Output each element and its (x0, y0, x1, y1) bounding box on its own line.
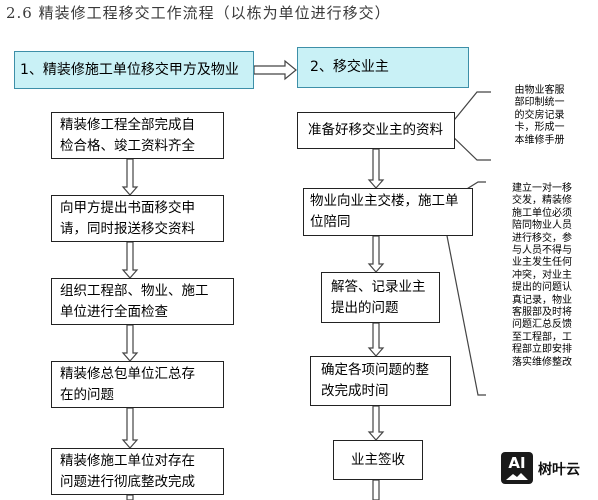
right-arrow-1 (367, 148, 385, 189)
left-step-4-line-2: 在的问题 (60, 386, 114, 403)
left-arrow-2 (121, 241, 139, 279)
left-step-2: 向甲方提出书面移交申 请，同时报送移交资料 (51, 195, 224, 242)
header-arrow (253, 59, 297, 81)
left-step-2-line-1: 向甲方提出书面移交申 (60, 199, 195, 216)
right-step-2-line-1: 物业向业主交楼，施工单 (310, 193, 459, 209)
right-arrow-3 (367, 322, 385, 357)
right-step-1: 准备好移交业主的资料 (297, 112, 455, 149)
left-step-5-line-2: 问题进行彻底整改完成 (60, 473, 195, 490)
right-step-3-line-1: 解答、记录业主 (331, 278, 426, 295)
left-step-4: 精装修总包单位汇总存 在的问题 (51, 361, 224, 408)
left-step-5-line-1: 精装修施工单位对存在 (60, 452, 195, 469)
left-arrow-1 (121, 158, 139, 196)
right-step-4-line-2: 改完成时间 (321, 383, 389, 399)
watermark-text: 树叶云 (538, 462, 580, 478)
left-arrow-4 (121, 407, 139, 449)
watermark-logo-icon: AI (501, 452, 533, 484)
note-box-2: 建立一对一移 交发，精装修 施工单位必须 陪同物业人员 进行移交，参 与人员不得… (512, 183, 572, 368)
right-step-5-line-1: 业主签收 (351, 451, 405, 468)
left-step-2-line-2: 请，同时报送移交资料 (60, 220, 195, 237)
right-step-2: 物业向业主交楼，施工单 位陪同 (303, 188, 473, 236)
left-step-4-line-1: 精装修总包单位汇总存 (60, 365, 195, 382)
right-step-4-line-1: 确定各项问题的整 (321, 362, 429, 378)
right-step-3: 解答、记录业主 提出的问题 (321, 272, 440, 323)
left-step-3: 组织工程部、物业、施工 单位进行全面检查 (51, 278, 234, 325)
watermark-logo-text: AI (508, 454, 526, 472)
right-step-3-line-2: 提出的问题 (331, 299, 399, 316)
right-arrow-5 (372, 479, 380, 500)
right-step-2-line-2: 位陪同 (310, 214, 351, 230)
header-left-box: 1、精装修施工单位移交甲方及物业 (14, 51, 254, 89)
header-right-label: 2、移交业主 (310, 59, 389, 75)
right-step-1-line-1: 准备好移交业主的资料 (308, 122, 443, 138)
left-step-1-line-2: 检合格、竣工资料齐全 (60, 137, 195, 154)
left-step-3-line-2: 单位进行全面检查 (60, 303, 168, 320)
header-left-label: 1、精装修施工单位移交甲方及物业 (20, 61, 239, 78)
left-step-3-line-1: 组织工程部、物业、施工 (60, 282, 209, 299)
header-right-box: 2、移交业主 (297, 47, 469, 88)
right-step-4: 确定各项问题的整 改完成时间 (310, 356, 451, 406)
page-title: 2.6 精装修工程移交工作流程（以栋为单位进行移交） (6, 4, 391, 22)
left-arrow-3 (121, 324, 139, 362)
right-arrow-4 (367, 405, 385, 441)
left-step-5: 精装修施工单位对存在 问题进行彻底整改完成 (51, 448, 224, 495)
left-step-1-line-1: 精装修工程全部完成自 (60, 116, 195, 133)
note-box-1: 由物业客服 部印制统一 的交房记录 卡，形成一 本维修手册 (514, 85, 565, 146)
right-step-5: 业主签收 (333, 440, 423, 480)
mountain-icon (506, 473, 528, 480)
left-step-1: 精装修工程全部完成自 检合格、竣工资料齐全 (51, 112, 224, 159)
right-arrow-2 (367, 235, 385, 273)
left-arrow-5 (126, 494, 134, 500)
